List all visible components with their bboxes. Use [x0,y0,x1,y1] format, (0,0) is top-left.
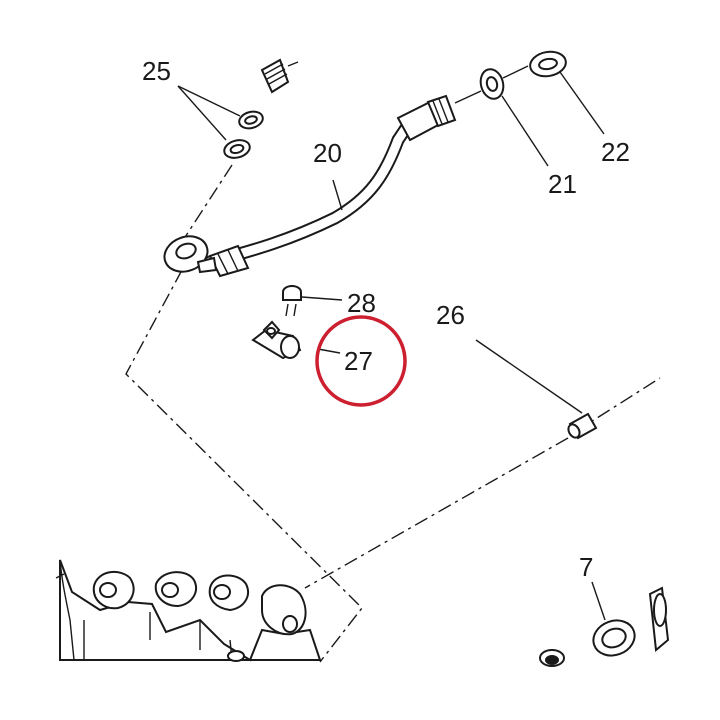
label-25: 25 [142,56,171,86]
label-22: 22 [601,137,630,167]
leader-25 [177,85,241,141]
part-28-screw[interactable] [282,285,302,317]
part-25-o-rings[interactable] [222,109,264,160]
leader-28 [301,296,343,301]
engine-block-casting [55,559,322,662]
part-22-washer[interactable] [528,49,568,79]
label-28: 28 [347,288,376,318]
leader-22 [559,71,605,135]
label-20: 20 [313,138,342,168]
label-26: 26 [436,300,465,330]
leader-20 [332,179,343,211]
part-27-clamp[interactable] [251,320,302,360]
leader-7 [591,581,606,621]
leader-27 [317,348,341,354]
part-21-washer[interactable] [454,65,529,104]
label-21: 21 [548,169,577,199]
part-7-o-ring[interactable] [539,586,670,667]
label-7: 7 [579,552,593,582]
label-27: 27 [344,346,373,376]
leader-26 [475,339,583,414]
part-25-fitting[interactable] [260,58,299,94]
assembly-center-lines [125,164,661,663]
leader-21 [501,95,549,167]
highlight-circle-27 [315,315,407,407]
callout-labels: 25 20 21 22 28 26 27 7 [142,56,630,582]
part-26-bushing[interactable] [566,412,598,440]
part-20-pipe[interactable] [160,94,457,278]
